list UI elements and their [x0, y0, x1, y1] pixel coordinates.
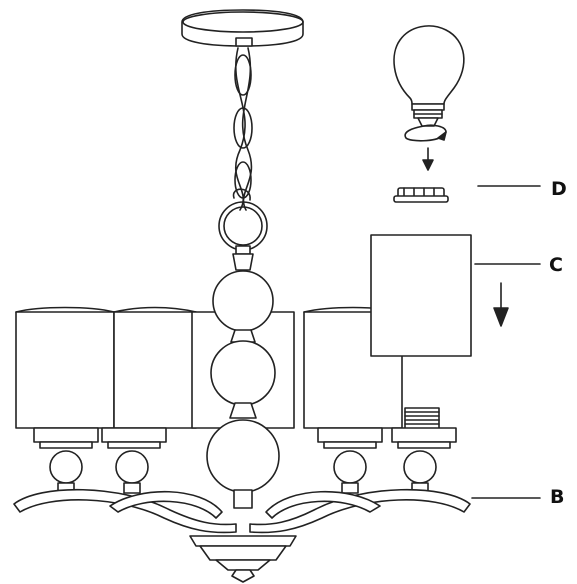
glass-shade-c: [370, 234, 472, 357]
cup-holder-2: [101, 427, 167, 494]
callout-label-d: D: [551, 178, 567, 200]
down-arrow-shade: [493, 282, 509, 327]
top-ring: [218, 201, 268, 271]
callout-label-c: C: [549, 254, 563, 276]
cup-holder-3: [317, 427, 383, 494]
chain-and-wire: [232, 47, 253, 211]
ceiling-canopy: [181, 9, 304, 47]
bottom-finial: [189, 535, 297, 583]
callout-label-b: B: [550, 486, 565, 508]
cup-holder-4: [391, 427, 457, 494]
shade-ring-d: [393, 187, 449, 203]
shade-far-left: [15, 306, 115, 429]
curved-arms: [13, 488, 471, 534]
light-bulb: [393, 25, 465, 127]
down-arrow-bulb: [422, 147, 434, 171]
center-ball-top: [212, 270, 274, 343]
center-ball-middle: [210, 340, 276, 419]
rotate-arrow-icon: [404, 124, 447, 142]
cup-holder-1: [33, 427, 99, 494]
socket-threaded-stud: [404, 407, 440, 431]
center-ball-bottom: [206, 419, 280, 509]
shade-left: [113, 306, 197, 429]
